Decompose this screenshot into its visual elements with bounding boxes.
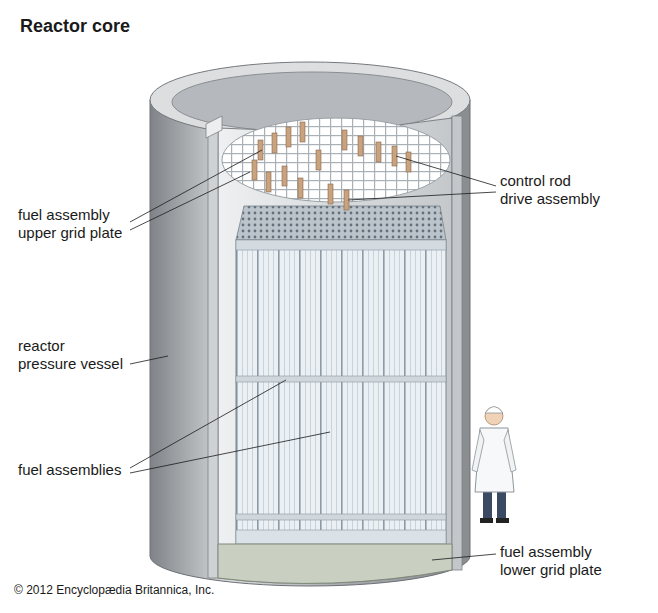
control-rods	[252, 122, 411, 210]
fuel-assemblies	[236, 240, 446, 550]
control-rod	[298, 178, 303, 198]
leader-line	[130, 380, 286, 468]
part-label: reactor pressure vessel	[18, 337, 126, 373]
vessel-body	[150, 100, 470, 586]
control-rod	[376, 142, 381, 162]
control-rod	[286, 127, 291, 147]
wall-section	[452, 116, 462, 570]
leader-line	[432, 554, 496, 560]
leader-line	[130, 172, 250, 230]
leader-line	[130, 432, 330, 473]
copyright-note: © 2012 Encyclopædia Britannica, Inc.	[14, 583, 219, 598]
leader-line	[348, 192, 496, 200]
control-rod	[258, 140, 263, 160]
person-shoe	[496, 518, 509, 523]
person-arm	[504, 430, 516, 472]
control-rod	[266, 172, 271, 192]
diagram-title: Reactor core	[20, 15, 130, 37]
part-label: fuel assemblies	[18, 461, 126, 479]
wall-section	[208, 126, 218, 578]
part-label: fuel assembly upper grid plate	[18, 206, 125, 242]
part-label: fuel assembly lower grid plate	[500, 543, 604, 579]
person-cap	[485, 407, 503, 414]
fuel-nozzle-band	[236, 240, 446, 250]
fuel-top	[236, 206, 446, 240]
spacer-grid	[236, 376, 446, 382]
person-shoe	[480, 518, 493, 523]
control-rod	[272, 133, 277, 153]
person-arm	[472, 430, 484, 472]
control-rod	[252, 160, 257, 180]
leader-line	[396, 156, 496, 186]
leader-line	[130, 150, 262, 222]
control-rod	[316, 150, 321, 170]
person-figure	[472, 407, 516, 524]
leader-lines	[130, 150, 496, 560]
lower-grid-plate	[218, 544, 452, 583]
control-rod	[358, 136, 363, 156]
part-label: control rod drive assembly	[500, 172, 603, 208]
upper-grid-plate	[222, 118, 450, 202]
control-rod	[300, 122, 305, 142]
control-rod	[282, 166, 287, 186]
control-rod	[406, 152, 411, 172]
fuel-foot-band	[236, 530, 446, 544]
spacer-grid	[236, 514, 446, 520]
flange-notch	[206, 116, 222, 138]
person-head	[485, 407, 503, 425]
person-leg	[497, 488, 506, 520]
control-rod	[328, 184, 333, 204]
vessel-cutaway	[218, 118, 452, 583]
person-leg	[483, 488, 492, 520]
leader-line	[130, 356, 168, 364]
control-rod	[342, 130, 347, 150]
